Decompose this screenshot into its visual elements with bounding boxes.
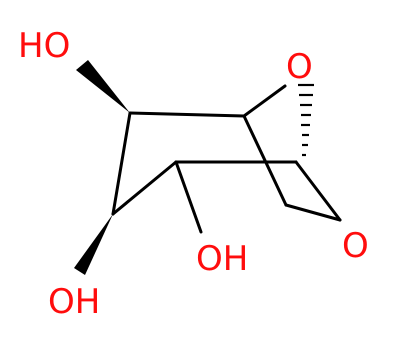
bond-c6-c7 xyxy=(284,203,342,222)
bonds xyxy=(111,84,342,234)
o-label-bridge: O xyxy=(286,47,313,87)
hashed-bond-c5-o xyxy=(298,83,314,157)
wedge-bond-c1-oh xyxy=(76,60,130,113)
bond-c4-c3 xyxy=(111,160,178,216)
oh-label-top-left: HO xyxy=(18,26,70,66)
o-label-ring-right: O xyxy=(342,226,369,266)
bond-c2-o-bridge xyxy=(242,84,287,118)
oh-label-middle: OH xyxy=(196,239,248,279)
bond-c5-c7 xyxy=(294,160,342,222)
bond-c1-c4 xyxy=(111,111,132,216)
bond-c1-c2 xyxy=(128,111,246,118)
oh-label-bottom-left: OH xyxy=(48,282,100,322)
wedge-bond-c4-oh xyxy=(74,214,113,275)
bond-c2-c6 xyxy=(242,114,288,207)
bond-c3-oh xyxy=(174,160,203,234)
